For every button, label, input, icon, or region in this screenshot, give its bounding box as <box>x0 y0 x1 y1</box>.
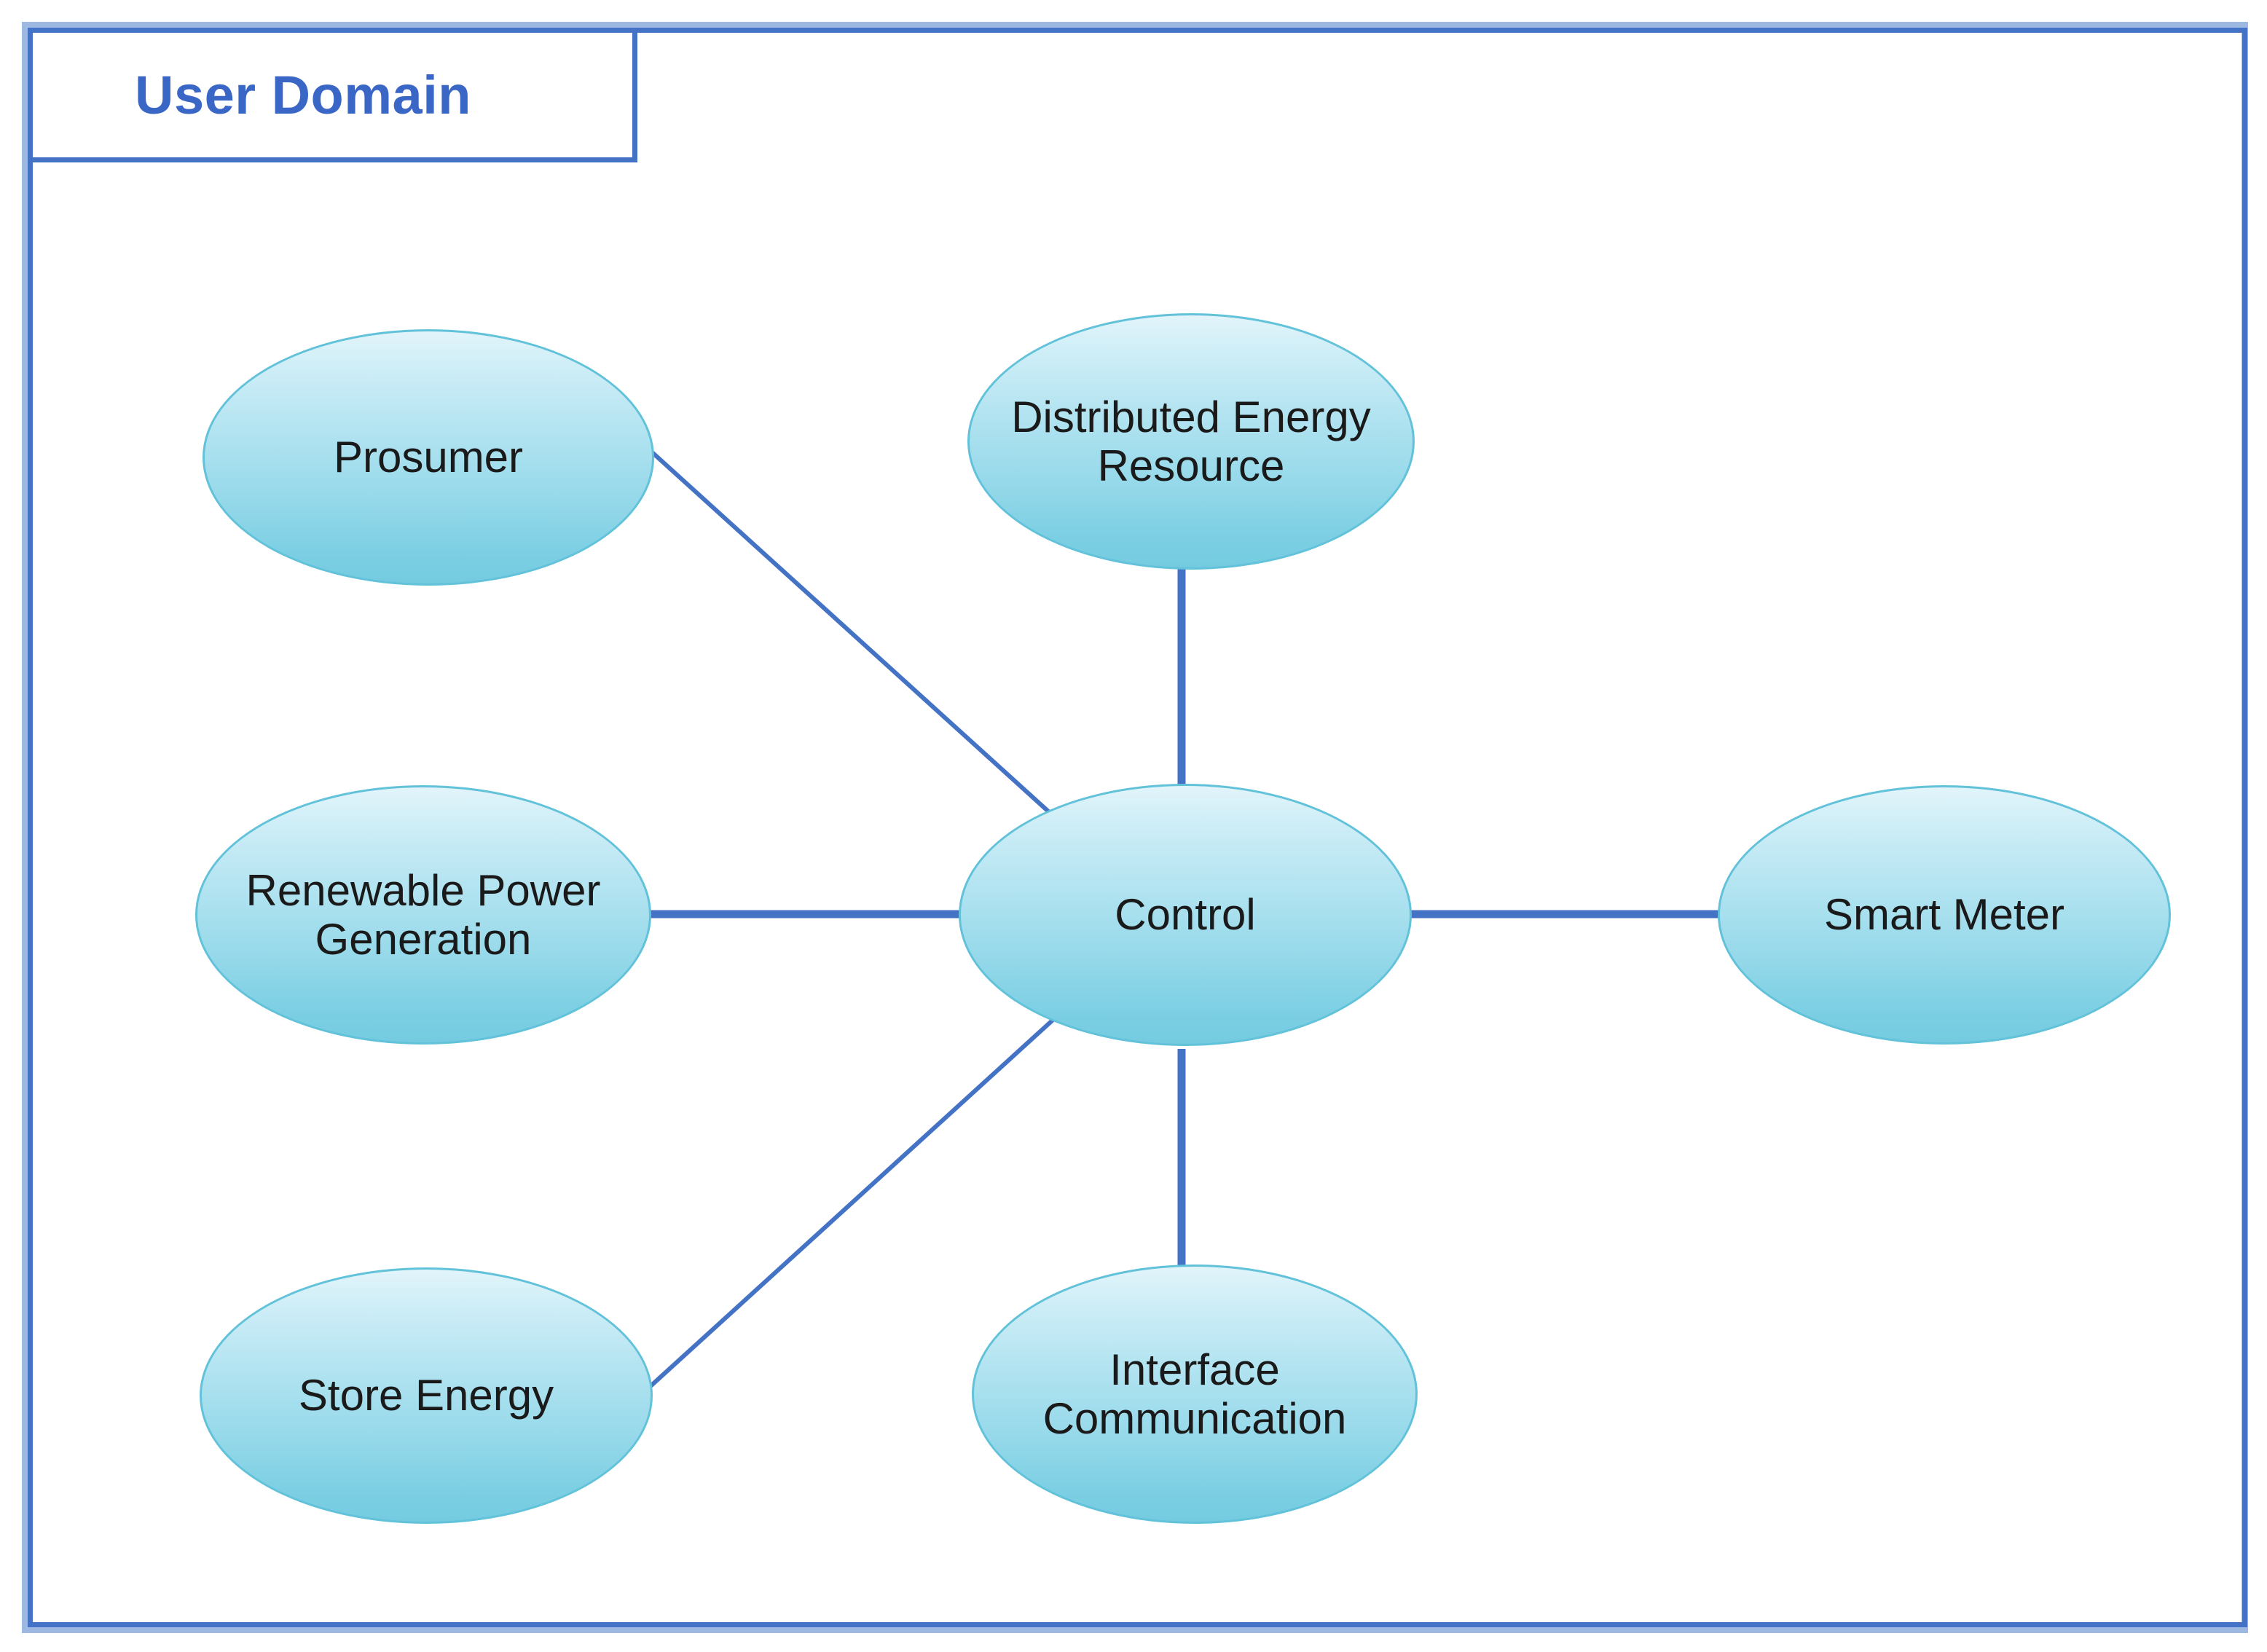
use-case-label: Control <box>1115 890 1256 940</box>
use-case-distributed-energy-resource[interactable]: Distributed Energy Resource <box>967 313 1415 570</box>
use-case-label: Interface Communication <box>1042 1345 1347 1443</box>
use-case-label: Distributed Energy Resource <box>1011 392 1371 490</box>
use-case-label: Prosumer <box>333 433 524 482</box>
page-title: User Domain <box>135 64 471 125</box>
user-domain-frame <box>28 28 2247 1627</box>
user-domain-label-box: User Domain <box>28 28 637 162</box>
use-case-control[interactable]: Control <box>959 784 1412 1046</box>
use-case-label: Store Energy <box>298 1371 554 1420</box>
use-case-interface-communication[interactable]: Interface Communication <box>972 1264 1418 1524</box>
use-case-renewable-power-generation[interactable]: Renewable Power Generation <box>195 785 651 1045</box>
use-case-prosumer[interactable]: Prosumer <box>203 329 654 586</box>
use-case-store-energy[interactable]: Store Energy <box>200 1267 653 1524</box>
use-case-label: Renewable Power Generation <box>245 865 601 964</box>
use-case-smart-meter[interactable]: Smart Meter <box>1718 785 2171 1045</box>
use-case-label: Smart Meter <box>1823 890 2065 940</box>
